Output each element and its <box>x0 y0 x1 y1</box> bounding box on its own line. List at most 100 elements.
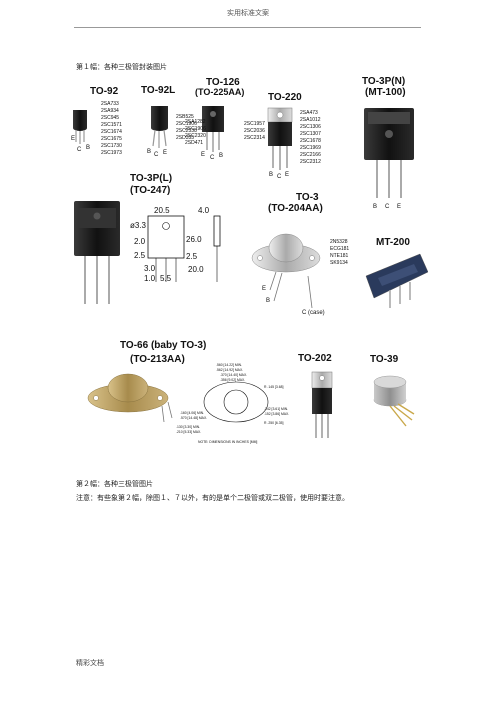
to220-part: 2SC2314 <box>244 135 265 141</box>
page-footer: 精彩文档 <box>76 659 104 667</box>
to92-pin-c: C <box>77 147 82 153</box>
to66-dimension-drawing: .560 [14.22] MIN. .562 [14.92] MAX. .370… <box>176 363 289 444</box>
to220-body <box>268 122 292 146</box>
to126-label: TO-126 <box>206 77 240 88</box>
caption-figure-1: 第１幅：各种三极管封装图片 <box>76 63 167 71</box>
to126-pin-e: E <box>201 152 205 158</box>
to66-dim: .130 [3.30] MIN. <box>176 425 200 429</box>
to220-part: 2SC1306 <box>300 124 321 130</box>
to66-note: NOTE: DIMENSIONS IN INCHES [MM] <box>198 440 257 444</box>
to66-dim: R .145 [3.68] <box>264 385 283 389</box>
to66-dim: .570 [14.48] MAX. <box>180 416 207 420</box>
to92l-pin-b: B <box>147 149 151 155</box>
to3pl-dim: 1.0 <box>144 274 156 283</box>
to3pl-dim: 20.0 <box>188 265 204 274</box>
to220-part-list-left: 2SC1957 2SC2036 2SC2314 <box>244 121 265 141</box>
to92-part: 2SA733 <box>101 101 119 107</box>
to92l-part: 2SD355 <box>176 135 194 141</box>
to92-part: 2SC1675 <box>101 136 122 142</box>
to3-pin-c: C (case) <box>302 310 325 316</box>
to220-label: TO-220 <box>268 92 302 103</box>
header-rule <box>74 27 421 28</box>
transistor-packages-figure: TO-92 E C B 2SA733 2SA934 2SC945 2SC1571… <box>71 76 428 444</box>
to3-part: NTE181 <box>330 253 349 259</box>
to92l-part: 2SC2538 <box>176 128 197 134</box>
to66-dim: .562 [14.92] MAX. <box>216 368 243 372</box>
to92l-part: 2SB525 <box>176 114 194 120</box>
mt200-package: MT-200 <box>365 237 428 308</box>
to66-dim: .160 [4.06] MIN. <box>180 411 204 415</box>
to220-pin-b: B <box>269 172 273 178</box>
to3-can <box>268 233 304 263</box>
to92-part: 2SA934 <box>101 108 119 114</box>
to92l-part: 2SC1906 <box>176 121 197 127</box>
to126-body <box>202 106 224 132</box>
to66-package: TO-66 (baby TO-3) (TO-213AA) .560 [14.22… <box>87 340 289 444</box>
to92-part: 2SC1674 <box>101 129 122 135</box>
to3pl-label: TO-3P(L) <box>130 173 172 184</box>
to220-part: 2SC1307 <box>300 131 321 137</box>
to66-dim: .142 [3.61] MIN. <box>264 407 288 411</box>
to66-can <box>107 373 149 403</box>
to92l-package: TO-92L B C E 2SB525 2SC1906 2SC2538 2SD3… <box>141 85 197 158</box>
to92-part-list: 2SA733 2SA934 2SC945 2SC1571 2SC1674 2SC… <box>101 101 122 156</box>
to126-alt-label: (TO-225AA) <box>195 87 244 97</box>
to3pn-pin-c: C <box>385 204 390 210</box>
to92-part: 2SC1730 <box>101 143 122 149</box>
to66-dim: .152 [3.86] MAX. <box>264 412 289 416</box>
to220-pin-e: E <box>285 172 289 178</box>
to202-label: TO-202 <box>298 353 332 364</box>
usage-note: 注意：有些象第２幅，除图１、７以外，有的是单个二极管或双二极管，使用时要注意。 <box>76 494 349 502</box>
caption-figure-2: 第２幅：各种三极管图片 <box>76 480 153 488</box>
to126-pin-b: B <box>219 153 223 159</box>
to92l-pin-e: E <box>163 150 167 156</box>
to92-pin-e: E <box>71 136 75 142</box>
to126-part: 2SC2320 <box>185 133 206 139</box>
to92-part: 2SC945 <box>101 115 119 121</box>
to3-package: TO-3 (TO-204AA) E B C (case) 2N5328 ECG1… <box>251 192 349 316</box>
to220-package: TO-220 B C E 2SC1957 2SC2036 2SC2314 2SA… <box>244 92 321 180</box>
to126-package: TO-126 (TO-225AA) E C B 2SA1282 2SC1906 … <box>185 77 244 161</box>
to3pl-dim: 20.5 <box>154 206 170 215</box>
to3pn-package: TO-3P(N) (MT-100) B C E <box>362 76 414 210</box>
to126-part: 2SA1282 <box>185 119 206 125</box>
to3pl-dim: ø3.3 <box>130 221 147 230</box>
to3-part: 2N5328 <box>330 239 348 245</box>
page-header: 实用标准文案 <box>227 9 269 17</box>
to3pn-label: TO-3P(N) <box>362 76 405 87</box>
to66-dim: .370 [14.40] MAX. <box>220 373 247 377</box>
to220-part: 2SC1678 <box>300 138 321 144</box>
to220-part: 2SA1012 <box>300 117 321 123</box>
to66-dim: .210 [5.33] MAX. <box>176 430 201 434</box>
to92-pin-b: B <box>86 145 90 151</box>
to3-part: ECG181 <box>330 246 349 252</box>
to66-dim: .356 [9.02] MAX. <box>220 378 245 382</box>
to3-alt-label: (TO-204AA) <box>268 203 323 214</box>
to220-part: 2SC1957 <box>244 121 265 127</box>
to3pl-dim: 4.0 <box>198 206 210 215</box>
to92l-body <box>151 106 168 131</box>
to3pl-dim: 5.5 <box>160 274 172 283</box>
to39-package: TO-39 <box>370 354 415 427</box>
to92l-pin-c: C <box>154 152 159 158</box>
to92-part: 2SC1571 <box>101 122 122 128</box>
to3-part-list: 2N5328 ECG181 NTE181 SK9134 <box>330 239 349 266</box>
to220-part: 2SC2312 <box>300 159 321 165</box>
to126-part-list: 2SA1282 2SC1906 2SC2320 2SD471 <box>185 119 206 146</box>
to3pn-alt-label: (MT-100) <box>365 87 406 98</box>
to220-part: 2SA473 <box>300 110 318 116</box>
to92-body <box>73 110 87 131</box>
to66-label: TO-66 (baby TO-3) <box>120 340 206 351</box>
to3pl-dimension-drawing: 20.5 4.0 ø3.3 2.0 2.5 26.0 3.0 2.5 20.0 … <box>130 206 221 283</box>
to3pl-dim: 3.0 <box>144 264 156 273</box>
to3-label: TO-3 <box>296 192 319 203</box>
to39-label: TO-39 <box>370 354 399 365</box>
to126-part: 2SD471 <box>185 140 203 146</box>
to92-part: 2SC1973 <box>101 150 122 156</box>
to3-pin-b: B <box>266 298 270 304</box>
to39-can <box>374 382 406 406</box>
to126-part: 2SC1906 <box>185 126 206 132</box>
to126-pin-c: C <box>210 155 215 161</box>
to3-part: SK9134 <box>330 260 348 266</box>
to220-part: 2SC2036 <box>244 128 265 134</box>
